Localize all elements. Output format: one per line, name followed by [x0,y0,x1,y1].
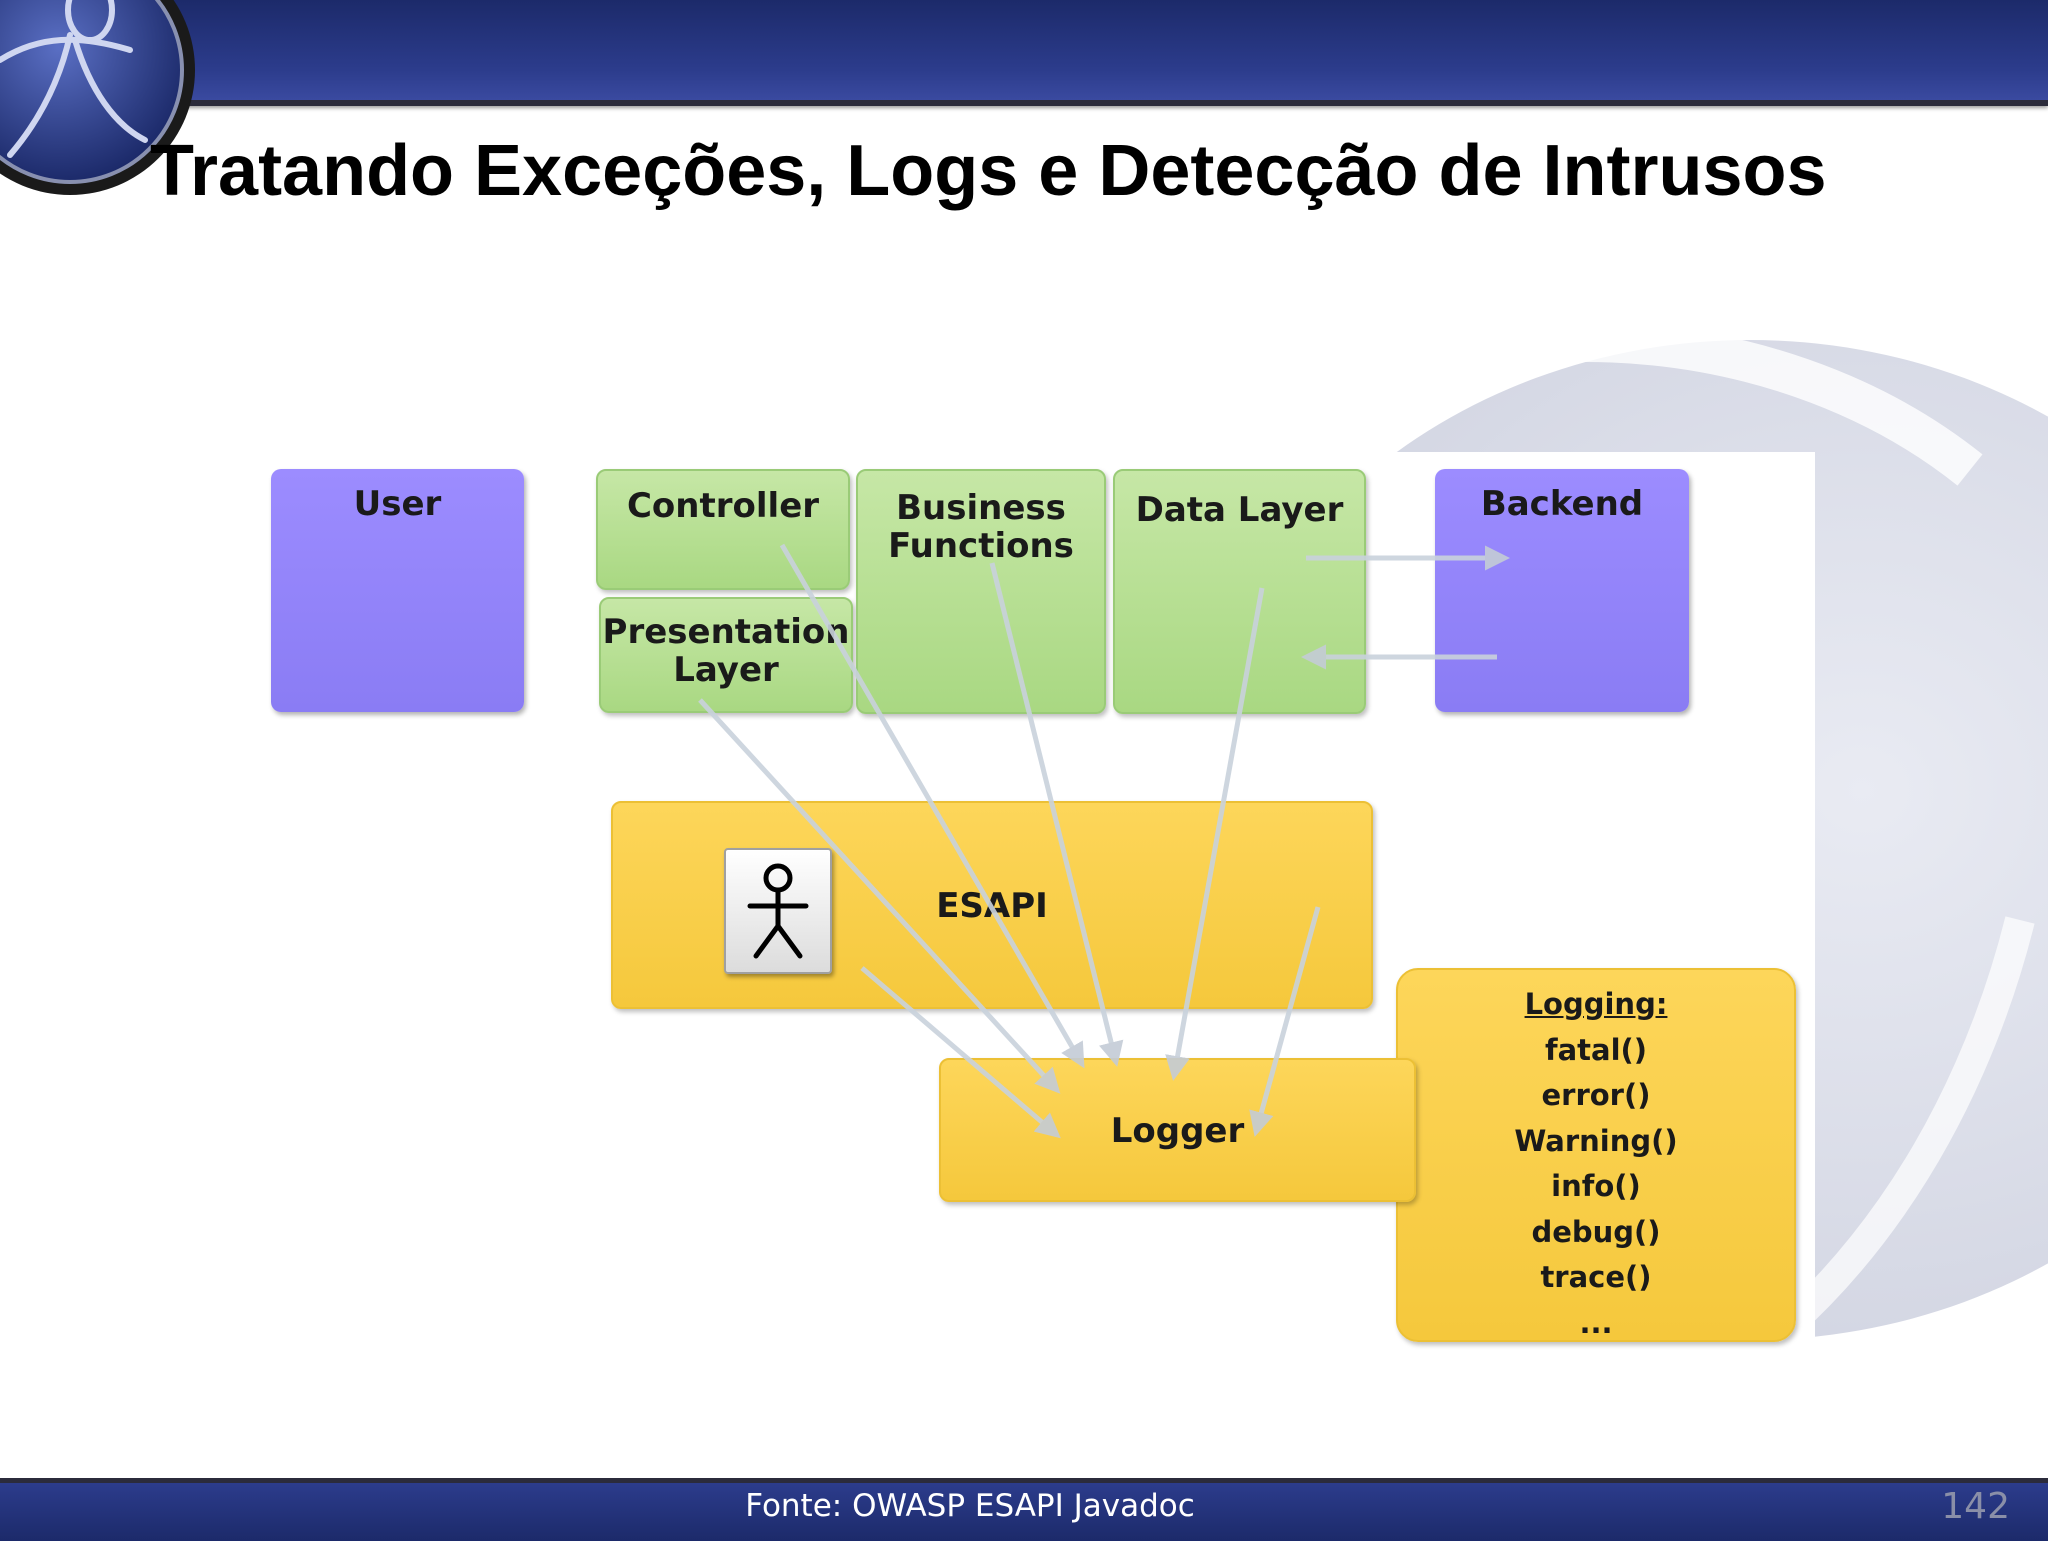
controller-box: Controller [596,469,850,590]
logging-methods-box: Logging: fatal() error() Warning() info(… [1396,968,1796,1342]
page-number: 142 [1941,1486,2010,1527]
footer-bar [0,1478,2048,1541]
data-layer-label: Data Layer [1135,490,1344,530]
user-box: User [271,469,524,712]
controller-label: Controller [626,486,820,526]
backend-box: Backend [1435,469,1689,712]
user-label: User [353,484,442,524]
presentation-layer-label: Presentation Layer [602,612,850,690]
method-more: ... [1579,1305,1613,1340]
header-bar [0,0,2048,106]
page-title: Tratando Exceções, Logs e Detecção de In… [150,131,1827,211]
method-debug: debug() [1531,1214,1661,1249]
method-warning: Warning() [1514,1123,1678,1158]
method-error: error() [1541,1078,1651,1112]
method-fatal: fatal() [1544,1032,1648,1067]
owasp-wasp-logo [0,0,195,195]
business-functions-label: Business Functions [888,488,1074,566]
stick-figure-icon [724,848,832,974]
data-layer-box: Data Layer [1113,469,1366,714]
logger-label: Logger [1110,1111,1245,1151]
method-trace: trace() [1540,1260,1652,1294]
method-info: info() [1551,1169,1641,1203]
business-functions-box: Business Functions [856,469,1106,714]
logger-box: Logger [939,1058,1416,1202]
presentation-layer-box: Presentation Layer [599,597,853,713]
backend-label: Backend [1480,484,1644,524]
footer-source: Fonte: OWASP ESAPI Javadoc [745,1488,1195,1524]
logging-methods-list: Logging: fatal() error() Warning() info(… [1398,970,1794,1346]
logging-heading: Logging: [1524,987,1668,1021]
